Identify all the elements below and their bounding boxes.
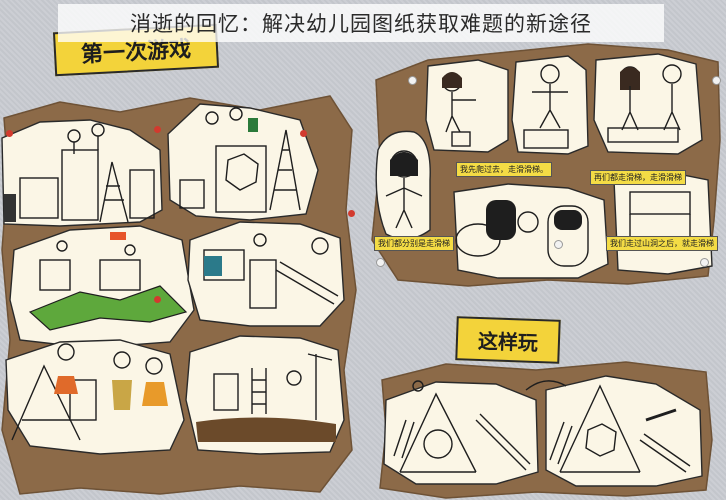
right-bottom-title-card: 这样玩 bbox=[455, 316, 561, 364]
white-pushpin bbox=[712, 76, 721, 85]
image-caption: 消逝的回忆：解决幼儿园图纸获取难题的新途径 bbox=[58, 4, 664, 42]
drawing-note: 我们走过山洞之后，就走滑梯 bbox=[606, 236, 718, 251]
kid-drawing-tower-slide-left bbox=[383, 380, 539, 485]
drawing-note: 我先爬过去，走滑滑梯。 bbox=[456, 162, 552, 177]
white-pushpin bbox=[700, 258, 709, 267]
kid-drawing-pipes bbox=[453, 183, 609, 279]
kid-drawing-girl-portrait bbox=[375, 130, 431, 240]
red-pushpin bbox=[154, 296, 161, 303]
kid-drawing-hexagon-tower bbox=[167, 103, 319, 221]
drawing-note: 再们都走滑梯，走滑滑梯 bbox=[590, 170, 686, 185]
kid-drawing-climbing-frame bbox=[1, 119, 163, 227]
white-pushpin bbox=[408, 76, 417, 85]
right-bottom-title: 这样玩 bbox=[477, 328, 539, 355]
kid-drawing-platforms bbox=[613, 171, 713, 275]
red-pushpin bbox=[300, 130, 307, 137]
left-kraft-board bbox=[1, 95, 357, 495]
kid-drawing-ladder-scene bbox=[185, 335, 345, 455]
kid-drawing-boy-on-platform bbox=[511, 55, 589, 155]
right-top-kraft-board bbox=[371, 43, 721, 287]
white-pushpin bbox=[554, 240, 563, 249]
kid-drawing-tent-friends bbox=[5, 339, 185, 455]
kid-drawing-two-kids bbox=[593, 53, 703, 155]
drawing-note: 我们都分别是走滑梯 bbox=[374, 236, 454, 251]
red-pushpin bbox=[154, 126, 161, 133]
right-bottom-kraft-board bbox=[379, 361, 713, 499]
red-pushpin bbox=[6, 130, 13, 137]
kid-drawing-tower-slide-right bbox=[545, 375, 703, 487]
kid-drawing-girl-on-step bbox=[425, 59, 509, 153]
red-pushpin bbox=[348, 210, 355, 217]
kid-drawing-slide-scene bbox=[187, 221, 345, 327]
kid-drawing-green-slide bbox=[9, 225, 195, 349]
white-pushpin bbox=[376, 258, 385, 267]
